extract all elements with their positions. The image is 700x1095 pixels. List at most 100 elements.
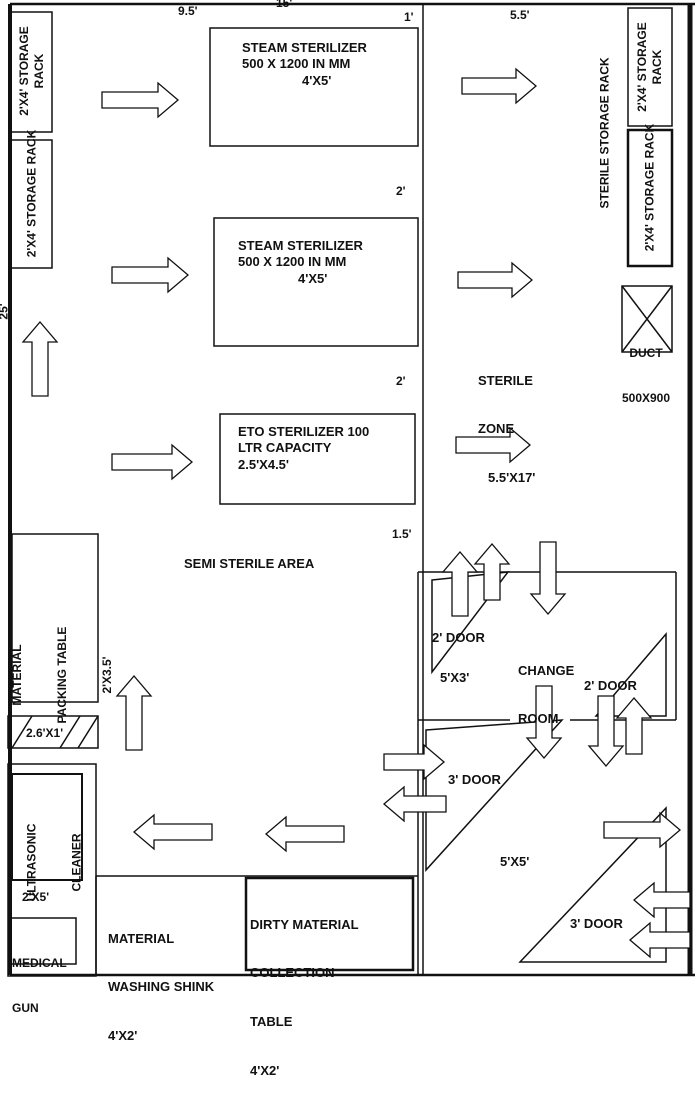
airlock-size-label: 5'X3' [440, 670, 470, 685]
eto-sterilizer-spec: LTR CAPACITY [238, 440, 332, 456]
flow-arrow-down-1 [529, 541, 567, 616]
ultrasonic-size-label: 2'X5' [22, 890, 50, 904]
sterile-zone-label: STERILE ZONE 5.5'X17' [478, 340, 535, 503]
sterile-zone-line-1: STERILE [478, 372, 533, 388]
flow-arrow-right-8 [383, 743, 446, 781]
steam-sterilizer-1: STEAM STERILIZER 500 X 1200 IN MM 4'X5' [216, 40, 416, 89]
packing-table-box [11, 533, 99, 703]
dim-gap-3: 1.5' [392, 527, 412, 541]
flow-arrow-down-3 [587, 695, 625, 768]
storage-rack-left-1-label: 2'X4' STORAGE RACK [17, 26, 46, 116]
change-room-label: CHANGE ROOM [518, 630, 574, 744]
change-room-line-2: ROOM [518, 711, 559, 727]
flow-arrow-up-4 [473, 542, 511, 601]
dirty-table-line-1: DIRTY MATERIAL [250, 916, 359, 932]
dim-top-right: 5.5' [510, 8, 530, 22]
flow-arrow-right-7 [603, 811, 682, 849]
flow-arrow-right-5 [457, 261, 534, 299]
small-table-hatch-1 [11, 715, 33, 749]
storage-rack-left-2-label: 2'X4' STORAGE RACK [24, 129, 39, 258]
medical-gun-line-1: MEDICAL [12, 956, 67, 970]
flow-arrow-left-4 [628, 921, 691, 959]
dim-gap-2: 2' [396, 374, 406, 388]
flow-arrow-down-2 [525, 685, 563, 760]
flow-arrow-right-1 [101, 81, 180, 119]
flow-arrow-left-1 [132, 813, 213, 851]
semi-sterile-area-label: SEMI STERILE AREA [184, 556, 315, 571]
change-room-line-1: CHANGE [518, 662, 575, 678]
storage-rack-right-1 [627, 7, 673, 127]
duct-size: 500X900 [621, 391, 671, 405]
dim-top-gap: 1' [404, 10, 414, 24]
duct-label: DUCT 500X900 [604, 316, 688, 421]
flow-arrow-left-3 [382, 785, 447, 823]
storage-rack-right-2 [626, 128, 674, 268]
dirty-table-size: 4'X2' [250, 1062, 280, 1078]
lobby-size-label: 5'X5' [500, 854, 530, 869]
door-swing-2a [431, 571, 510, 675]
flow-arrow-up-1 [21, 320, 59, 397]
flow-arrow-right-3 [111, 443, 194, 481]
storage-rack-left-1 [9, 11, 53, 133]
steam-sterilizer-2-spec: 500 X 1200 IN MM [238, 254, 347, 270]
washing-sink-line-1: MATERIAL [108, 930, 175, 946]
dim-top-left: 9.5' [178, 4, 198, 18]
door-3a-label: 3' DOOR [448, 772, 501, 787]
steam-sterilizer-1-size: 4'X5' [302, 72, 332, 88]
dirty-table-box [244, 876, 415, 972]
door-3b-label: 3' DOOR [570, 916, 623, 931]
flow-arrow-right-4 [461, 67, 538, 105]
ultrasonic-cleaner-label: ULTRASONIC CLEANER [0, 804, 100, 922]
duct-cross-2 [621, 285, 673, 353]
flow-arrow-up-3 [441, 550, 479, 617]
flow-arrow-left-2 [264, 815, 345, 853]
medical-gun-label: MEDICAL GUN [12, 926, 67, 1031]
flow-arrow-left-5 [632, 881, 691, 919]
eto-sterilizer-box [219, 413, 416, 505]
storage-rack-left-2 [9, 139, 53, 269]
steam-sterilizer-2-name: STEAM STERILIZER [238, 238, 363, 253]
dirty-table-line-3: TABLE [250, 1014, 293, 1029]
small-table-box [7, 715, 99, 749]
ultrasonic-bay [7, 763, 97, 977]
small-table-hatch-3 [77, 715, 99, 749]
medical-gun-box [9, 917, 77, 965]
door-2a-label: 2' DOOR [432, 630, 485, 645]
sterile-zone-line-2: ZONE [478, 421, 515, 437]
flow-arrow-up-2 [115, 674, 153, 751]
eto-sterilizer: ETO STERILIZER 100 LTR CAPACITY 2.5'X4.5… [238, 424, 414, 473]
washing-sink-size: 4'X2' [108, 1028, 138, 1043]
ultrasonic-cleaner-box [11, 773, 83, 881]
washing-sink-label: MATERIAL WASHING SHINK 4'X2' [108, 898, 214, 1061]
washing-sink-line-2: WASHING SHINK [108, 979, 215, 995]
eto-sterilizer-name: ETO STERILIZER 100 [238, 424, 370, 439]
packing-table-size: 2'X3.5' [100, 656, 114, 694]
flow-arrow-right-6 [455, 426, 532, 464]
flow-arrow-up-5 [615, 696, 653, 755]
steam-sterilizer-1-box [209, 27, 419, 147]
dim-left-total: 25' [0, 303, 11, 320]
storage-rack-right-1-label: 2'X4' STORAGE RACK [635, 22, 664, 112]
dirty-table-label: DIRTY MATERIAL COLLECTION TABLE 4'X2' [250, 884, 359, 1095]
sterile-zone-size: 5.5'X17' [488, 470, 536, 485]
steam-sterilizer-1-name: STEAM STERILIZER [242, 40, 367, 55]
steam-sterilizer-2-box [213, 217, 419, 347]
flow-arrow-right-2 [111, 256, 190, 294]
dirty-table-line-2: COLLECTION [250, 965, 335, 981]
duct-box [621, 285, 673, 353]
duct-name: DUCT [629, 346, 663, 360]
dim-top-total: 15' [276, 0, 293, 10]
storage-rack-right-2-label: 2'X4' STORAGE RACK [642, 123, 657, 252]
eto-sterilizer-size: 2.5'X4.5' [238, 456, 289, 472]
packing-table-label: MATERIAL PACKING TABLE 2'X3.5' [0, 590, 130, 760]
door-swing-3b [518, 806, 667, 963]
floor-plan [7, 2, 695, 977]
steam-sterilizer-2-size: 4'X5' [298, 270, 328, 286]
ultrasonic-line-2: CLEANER [69, 833, 84, 892]
small-table-hatch-2 [59, 715, 81, 749]
sterile-storage-rack-label: STERILE STORAGE RACK [597, 57, 612, 209]
small-table-label: 2.6'X1' [26, 726, 64, 740]
door-2b-label: 2' DOOR [584, 678, 637, 693]
steam-sterilizer-1-spec: 500 X 1200 IN MM [242, 56, 351, 72]
dim-gap-1: 2' [396, 184, 406, 198]
